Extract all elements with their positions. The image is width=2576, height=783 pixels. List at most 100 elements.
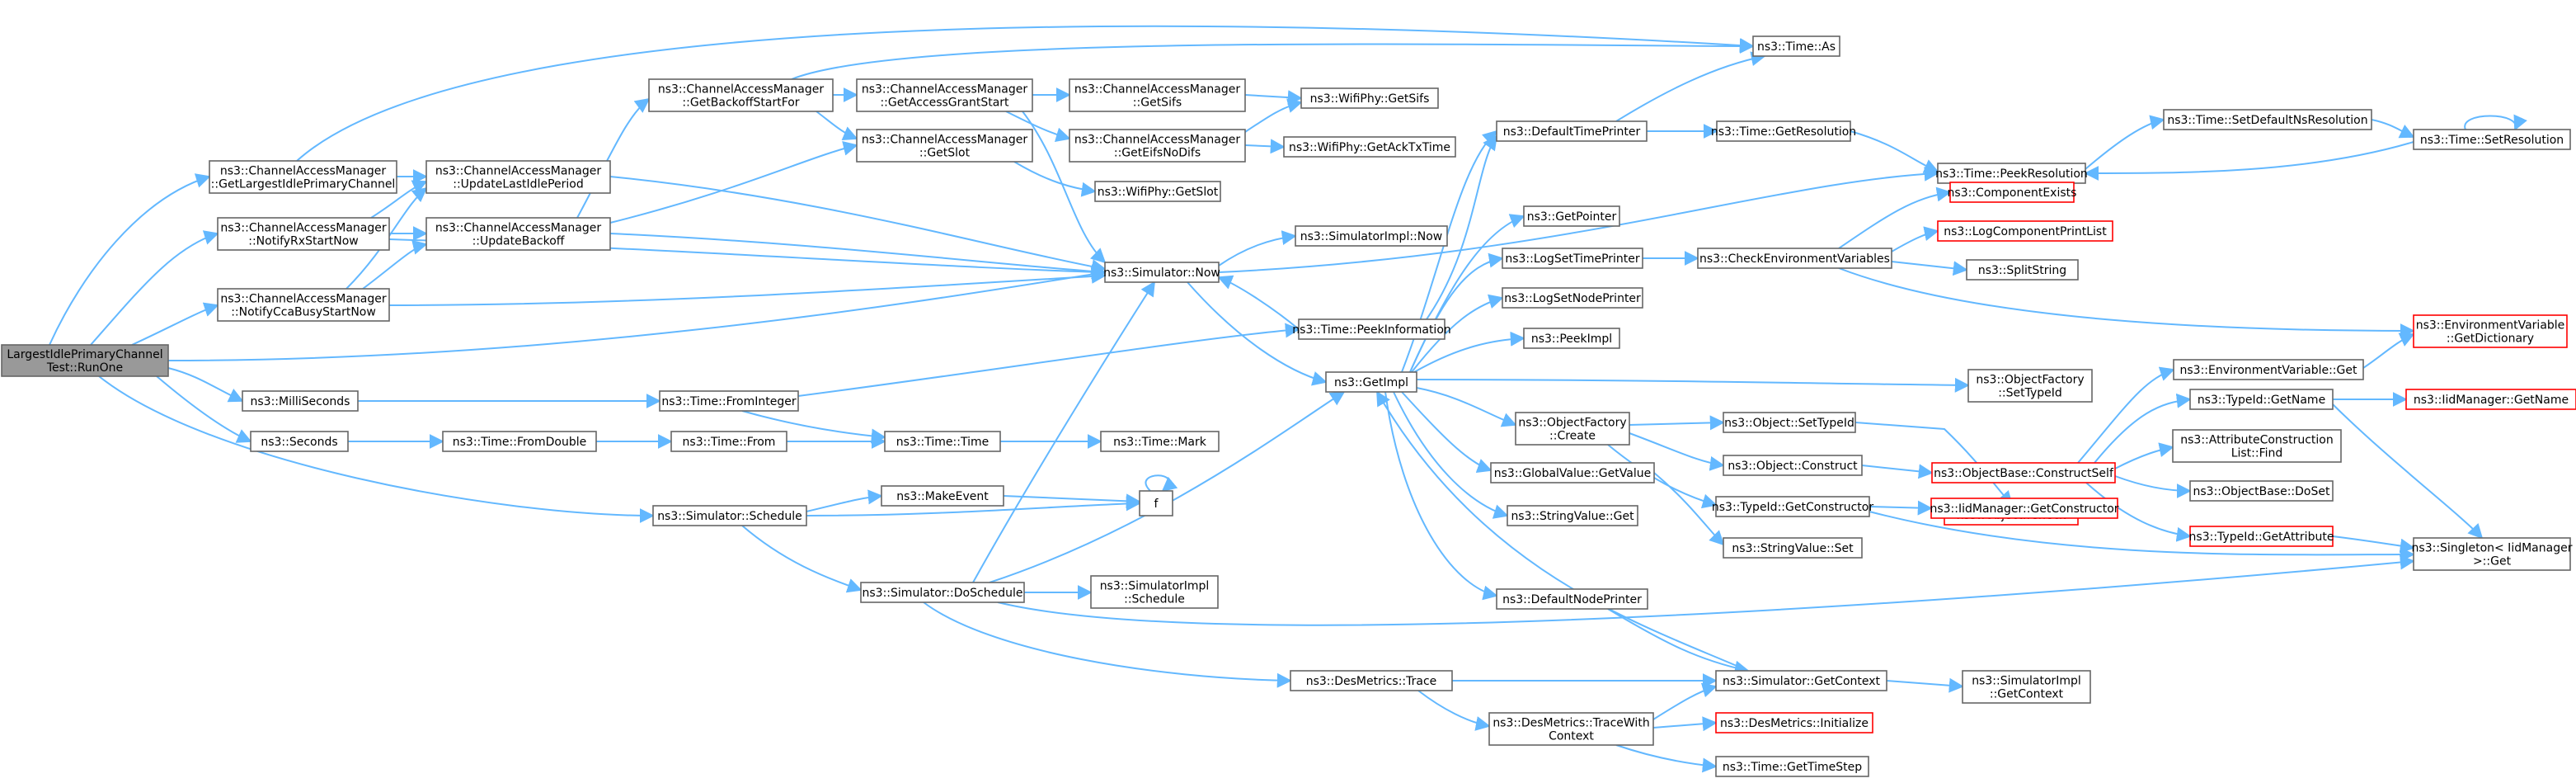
node-label-getBackoffStart-0: ns3::ChannelAccessManager <box>658 83 825 97</box>
node-ofSetTypeId[interactable]: ns3::ObjectFactory::SetTypeId <box>1967 369 2093 403</box>
node-setResolution[interactable]: ns3::Time::SetResolution <box>2413 129 2571 150</box>
node-checkEnv[interactable]: ns3::CheckEnvironmentVariables <box>1697 248 1892 269</box>
edge-getImpl-to-peekImpl <box>1413 331 1525 373</box>
node-box-peekInfo <box>1298 318 1445 340</box>
node-wifiSifs[interactable]: ns3::WifiPhy::GetSifs <box>1300 87 1439 109</box>
node-defaultTimePrinter[interactable]: ns3::DefaultTimePrinter <box>1496 120 1648 142</box>
node-label-setDefaultNs-0: ns3::Time::SetDefaultNsResolution <box>2167 114 2367 127</box>
edge-schedule-to-doSchedule <box>741 525 863 593</box>
node-getLargestIdle[interactable]: ns3::ChannelAccessManager::GetLargestIdl… <box>209 160 397 194</box>
node-timeAs[interactable]: ns3::Time::As <box>1752 35 1840 57</box>
node-iidGetName[interactable]: ns3::IidManager::GetName <box>2405 389 2576 410</box>
node-envDict[interactable]: ns3::EnvironmentVariable::GetDictionary <box>2413 314 2568 348</box>
node-seconds[interactable]: ns3::Seconds <box>250 431 349 452</box>
node-label-ofSetTypeId-0: ns3::ObjectFactory <box>1976 374 2084 387</box>
node-logSetNode[interactable]: ns3::LogSetNodePrinter <box>1502 287 1643 309</box>
node-logSetTime[interactable]: ns3::LogSetTimePrinter <box>1502 248 1643 269</box>
node-box-makeEvent <box>881 485 1004 507</box>
node-simNow[interactable]: ns3::Simulator::Now <box>1103 262 1220 283</box>
node-svGet[interactable]: ns3::StringValue::Get <box>1507 505 1638 526</box>
node-updateLastIdle[interactable]: ns3::ChannelAccessManager::UpdateLastIdl… <box>425 160 611 194</box>
node-gvGetValue[interactable]: ns3::GlobalValue::GetValue <box>1490 462 1655 483</box>
node-label-getSifsCam-0: ns3::ChannelAccessManager <box>1074 83 1241 97</box>
node-label-milli-0: ns3::MilliSeconds <box>251 395 350 408</box>
node-updateBackoff[interactable]: ns3::ChannelAccessManager::UpdateBackoff <box>425 217 611 251</box>
node-defaultNodePrinter[interactable]: ns3::DefaultNodePrinter <box>1496 588 1648 610</box>
node-ofCreate[interactable]: ns3::ObjectFactory::Create <box>1515 412 1630 446</box>
edge-notifyCca-to-updateLastIdle <box>346 186 428 290</box>
node-f[interactable]: f <box>1139 490 1173 516</box>
node-iidGetCtor[interactable]: ns3::IidManager::GetConstructor <box>1930 498 2119 519</box>
edge-fromInteger-to-peekInfo <box>797 323 1300 397</box>
node-box-updateLastIdle <box>425 160 611 194</box>
edge-schedule-to-makeEvent <box>806 489 883 512</box>
edge-notifyRx-to-updateLastIdle <box>370 180 428 219</box>
node-fromDouble[interactable]: ns3::Time::FromDouble <box>442 431 597 452</box>
node-setDefaultNs[interactable]: ns3::Time::SetDefaultNsResolution <box>2163 109 2372 130</box>
node-milli[interactable]: ns3::MilliSeconds <box>242 390 359 412</box>
node-typeIdGetAttr[interactable]: ns3::TypeId::GetAttribute <box>2189 526 2334 547</box>
node-label-simImplNow-0: ns3::SimulatorImpl::Now <box>1300 230 1443 243</box>
node-timeMark[interactable]: ns3::Time::Mark <box>1100 431 1220 452</box>
node-getResolution[interactable]: ns3::Time::GetResolution <box>1711 120 1856 142</box>
node-simImplNow[interactable]: ns3::SimulatorImpl::Now <box>1295 225 1448 247</box>
node-notifyRx[interactable]: ns3::ChannelAccessManager::NotifyRxStart… <box>217 217 390 251</box>
node-obConstructSelf[interactable]: ns3::ObjectBase::ConstructSelf <box>1931 462 2116 483</box>
node-svSet[interactable]: ns3::StringValue::Set <box>1723 537 1863 559</box>
node-wifiAck[interactable]: ns3::WifiPhy::GetAckTxTime <box>1283 136 1456 158</box>
node-doSchedule[interactable]: ns3::Simulator::DoSchedule <box>860 582 1025 603</box>
node-box-simImplNow <box>1295 225 1448 247</box>
node-box-f <box>1139 490 1173 516</box>
node-implGetContext[interactable]: ns3::SimulatorImpl::GetContext <box>1962 670 2091 704</box>
node-getBackoffStart[interactable]: ns3::ChannelAccessManager::GetBackoffSta… <box>648 78 834 112</box>
node-label-makeEvent-0: ns3::MakeEvent <box>896 490 989 503</box>
node-getSlotCam[interactable]: ns3::ChannelAccessManager::GetSlot <box>856 129 1033 163</box>
node-getImpl[interactable]: ns3::GetImpl <box>1325 371 1417 393</box>
edge-updateBackoff-to-getSlotCam <box>609 140 858 224</box>
node-getEifs[interactable]: ns3::ChannelAccessManager::GetEifsNoDifs <box>1069 129 1246 163</box>
node-objSetTypeId[interactable]: ns3::Object::SetTypeId <box>1723 412 1856 433</box>
node-desTrace[interactable]: ns3::DesMetrics::Trace <box>1290 670 1453 691</box>
node-compExists[interactable]: ns3::ComponentExists <box>1948 182 2077 203</box>
node-desInit[interactable]: ns3::DesMetrics::Initialize <box>1715 712 1873 733</box>
node-schedule[interactable]: ns3::Simulator::Schedule <box>652 505 807 526</box>
node-label-updateBackoff-1: ::UpdateBackoff <box>472 235 565 248</box>
node-label-timeMark-0: ns3::Time::Mark <box>1113 436 1207 449</box>
node-peekInfo[interactable]: ns3::Time::PeekInformation <box>1292 318 1451 340</box>
node-singletonGet[interactable]: ns3::Singleton< IidManager >::Get <box>2412 537 2573 571</box>
node-objConstruct[interactable]: ns3::Object::Construct <box>1723 455 1863 476</box>
node-getSifsCam[interactable]: ns3::ChannelAccessManager::GetSifs <box>1069 78 1246 112</box>
node-implSchedule[interactable]: ns3::SimulatorImpl::Schedule <box>1090 575 1219 609</box>
node-label-typeIdGetCtor-0: ns3::TypeId::GetConstructor <box>1712 501 1873 514</box>
edge-defaultTimePrinter-to-timeAs <box>1615 51 1766 122</box>
node-timeTime[interactable]: ns3::Time::Time <box>884 431 1001 452</box>
edge-getAccessGrant-to-getEifs <box>1005 111 1071 143</box>
node-label-implGetContext-0: ns3::SimulatorImpl <box>1972 675 2081 688</box>
node-splitString[interactable]: ns3::SplitString <box>1966 259 2079 281</box>
node-wifiSlot[interactable]: ns3::WifiPhy::GetSlot <box>1094 181 1221 202</box>
node-label-getPointer-0: ns3::GetPointer <box>1527 210 1617 224</box>
edge-notifyCca-to-simNow <box>388 268 1107 306</box>
edge-updateLastIdle-to-simNow <box>609 176 1107 274</box>
node-getContext[interactable]: ns3::Simulator::GetContext <box>1715 670 1887 691</box>
node-peekImpl[interactable]: ns3::PeekImpl <box>1523 328 1620 349</box>
node-envGet[interactable]: ns3::EnvironmentVariable::Get <box>2173 359 2364 380</box>
node-makeEvent[interactable]: ns3::MakeEvent <box>881 485 1004 507</box>
edge-setResolution-to-setResolution <box>2464 114 2527 131</box>
node-typeIdGetName[interactable]: ns3::TypeId::GetName <box>2189 389 2334 410</box>
node-notifyCca[interactable]: ns3::ChannelAccessManager::NotifyCcaBusy… <box>217 288 390 322</box>
node-timeStep[interactable]: ns3::Time::GetTimeStep <box>1715 756 1869 777</box>
node-label-obConstructSelf-0: ns3::ObjectBase::ConstructSelf <box>1934 467 2114 480</box>
node-timeFrom[interactable]: ns3::Time::From <box>670 431 787 452</box>
node-logCompPrint[interactable]: ns3::LogComponentPrintList <box>1937 220 2113 242</box>
node-obDoSet[interactable]: ns3::ObjectBase::DoSet <box>2189 480 2334 502</box>
node-getPointer[interactable]: ns3::GetPointer <box>1523 205 1620 227</box>
node-getAccessGrant[interactable]: ns3::ChannelAccessManager::GetAccessGran… <box>856 78 1033 112</box>
node-label-objSetTypeId-0: ns3::Object::SetTypeId <box>1724 417 1854 430</box>
node-peekResolution[interactable]: ns3::Time::PeekResolution <box>1935 163 2088 184</box>
node-typeIdGetCtor[interactable]: ns3::TypeId::GetConstructor <box>1712 496 1873 517</box>
node-fromInteger[interactable]: ns3::Time::FromInteger <box>659 390 799 412</box>
edge-typeIdGetAttr-to-singletonGet <box>2332 535 2415 554</box>
